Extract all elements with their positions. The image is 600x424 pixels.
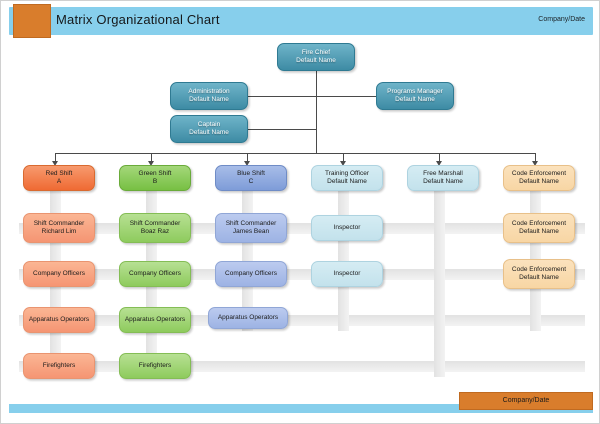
connector-drop-1 [55, 153, 56, 162]
matrix-col-band [338, 187, 349, 331]
connector-drop-3 [247, 153, 248, 162]
connector-programs-manager [316, 96, 376, 97]
node-name: Default Name [423, 178, 463, 185]
node-name: James Bean [232, 228, 270, 235]
node-title: Shift Commander [129, 219, 181, 227]
node-title: Code Enforcement [511, 169, 567, 177]
connector-drop-6 [535, 153, 536, 162]
matrix-cell[interactable]: Apparatus Operators [208, 307, 288, 329]
matrix-cell[interactable]: Inspector [311, 215, 383, 241]
matrix-cell[interactable]: Shift Commander Boaz Raz [119, 213, 191, 243]
node-name: Default Name [189, 129, 229, 136]
node-title: Red Shift [45, 169, 73, 177]
node-title: Captain [197, 120, 221, 128]
node-name: C [248, 178, 254, 185]
node-name: Default Name [296, 57, 336, 64]
arrow-icon [147, 161, 154, 166]
matrix-col-band [434, 187, 445, 377]
node-title: Green Shift [138, 169, 172, 177]
node-captain[interactable]: Captain Default Name [170, 115, 248, 143]
column-header-blue-shift[interactable]: Blue Shift C [215, 165, 287, 191]
node-title: Shift Commander [33, 219, 85, 227]
matrix-cell[interactable]: Firefighters [119, 353, 191, 379]
node-title: Inspector [333, 269, 361, 277]
node-title: Inspector [333, 223, 361, 231]
column-header-training-officer[interactable]: Training Officer Default Name [311, 165, 383, 191]
node-name: Default Name [395, 96, 435, 103]
matrix-cell[interactable]: Code Enforcement Default Name [503, 259, 575, 289]
column-header-code-enforcement[interactable]: Code Enforcement Default Name [503, 165, 575, 191]
node-name: Default Name [519, 228, 559, 235]
connector-root-vertical [316, 71, 317, 153]
matrix-cell[interactable]: Apparatus Operators [119, 307, 191, 333]
node-title: Apparatus Operators [124, 315, 186, 323]
matrix-row-band [19, 315, 585, 326]
node-title: Code Enforcement [511, 265, 567, 273]
node-name: Default Name [327, 178, 367, 185]
arrow-icon [243, 161, 250, 166]
matrix-cell[interactable]: Company Officers [119, 261, 191, 287]
node-title: Training Officer [324, 169, 370, 177]
node-name: Default Name [519, 178, 559, 185]
node-title: Company Officers [225, 269, 277, 277]
connector-bus [55, 153, 535, 154]
node-name: Default Name [519, 274, 559, 281]
matrix-cell[interactable]: Shift Commander Richard Lim [23, 213, 95, 243]
arrow-icon [531, 161, 538, 166]
node-title: Code Enforcement [511, 219, 567, 227]
header-company-date: Company/Date [538, 16, 585, 23]
matrix-row-band [19, 361, 585, 372]
connector-drop-5 [439, 153, 440, 162]
node-administration[interactable]: Administration Default Name [170, 82, 248, 110]
arrow-icon [51, 161, 58, 166]
node-title: Firefighters [42, 361, 76, 369]
header-band [9, 7, 593, 35]
node-title: Free Marshall [423, 169, 463, 177]
matrix-cell[interactable]: Company Officers [215, 261, 287, 287]
connector-administration [248, 96, 316, 97]
footer-company-date: Company/Date [502, 397, 550, 404]
matrix-col-band [242, 187, 253, 331]
page-title: Matrix Organizational Chart [56, 12, 220, 27]
node-name: Boaz Raz [140, 228, 170, 235]
arrow-icon [435, 161, 442, 166]
arrow-icon [339, 161, 346, 166]
matrix-cell[interactable]: Code Enforcement Default Name [503, 213, 575, 243]
connector-captain [248, 129, 316, 130]
node-title: Apparatus Operators [217, 313, 279, 321]
node-title: Blue Shift [237, 169, 265, 177]
node-fire-chief[interactable]: Fire Chief Default Name [277, 43, 355, 71]
node-title: Company Officers [129, 269, 181, 277]
node-title: Fire Chief [301, 48, 331, 56]
footer-accent-bar [459, 392, 593, 410]
matrix-cell[interactable]: Inspector [311, 261, 383, 287]
matrix-cell[interactable]: Firefighters [23, 353, 95, 379]
header-accent-square [13, 4, 51, 38]
node-programs-manager[interactable]: Programs Manager Default Name [376, 82, 454, 110]
node-title: Shift Commander [225, 219, 277, 227]
node-title: Firefighters [138, 361, 172, 369]
node-name: B [152, 178, 158, 185]
matrix-cell[interactable]: Company Officers [23, 261, 95, 287]
column-header-green-shift[interactable]: Green Shift B [119, 165, 191, 191]
node-title: Company Officers [33, 269, 85, 277]
node-name: Richard Lim [41, 228, 77, 235]
connector-drop-2 [151, 153, 152, 162]
column-header-free-marshall[interactable]: Free Marshall Default Name [407, 165, 479, 191]
matrix-row-band [19, 223, 585, 234]
node-name: A [56, 178, 62, 185]
matrix-cell[interactable]: Shift Commander James Bean [215, 213, 287, 243]
node-title: Apparatus Operators [28, 315, 90, 323]
column-header-red-shift[interactable]: Red Shift A [23, 165, 95, 191]
matrix-cell[interactable]: Apparatus Operators [23, 307, 95, 333]
footer-band [9, 404, 593, 413]
connector-drop-4 [343, 153, 344, 162]
node-title: Administration [188, 87, 230, 95]
node-title: Programs Manager [387, 87, 443, 95]
node-name: Default Name [189, 96, 229, 103]
matrix-row-band [19, 269, 585, 280]
